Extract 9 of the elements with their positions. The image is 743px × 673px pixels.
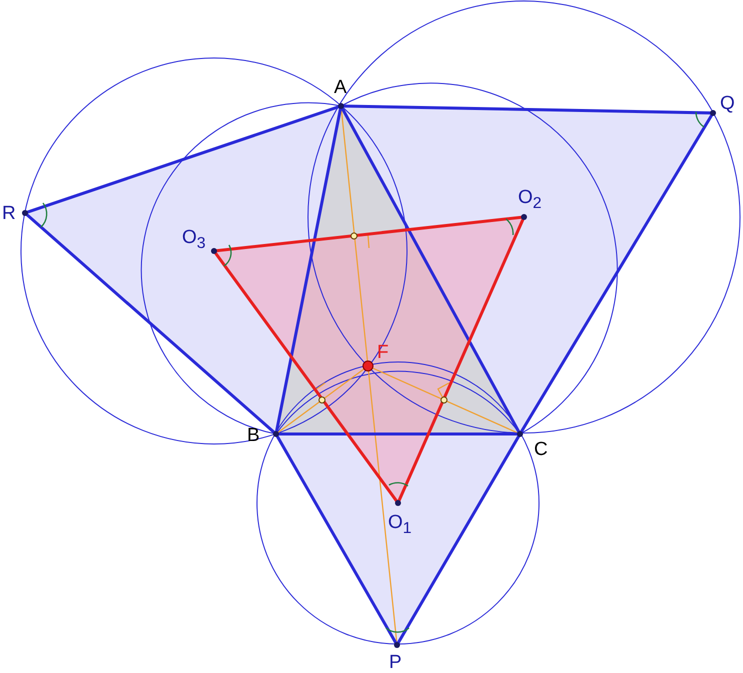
point-label: F: [377, 343, 389, 362]
point-label: O$_{3}$: [182, 228, 206, 252]
point-label: A: [334, 78, 347, 97]
point-label: P: [389, 653, 402, 672]
point-label: C: [534, 440, 548, 459]
point-label: Q: [720, 94, 735, 113]
point-label: R: [2, 204, 16, 223]
point-label: O$_{1}$: [388, 513, 412, 537]
point-label: O$_{2}$: [518, 188, 542, 212]
